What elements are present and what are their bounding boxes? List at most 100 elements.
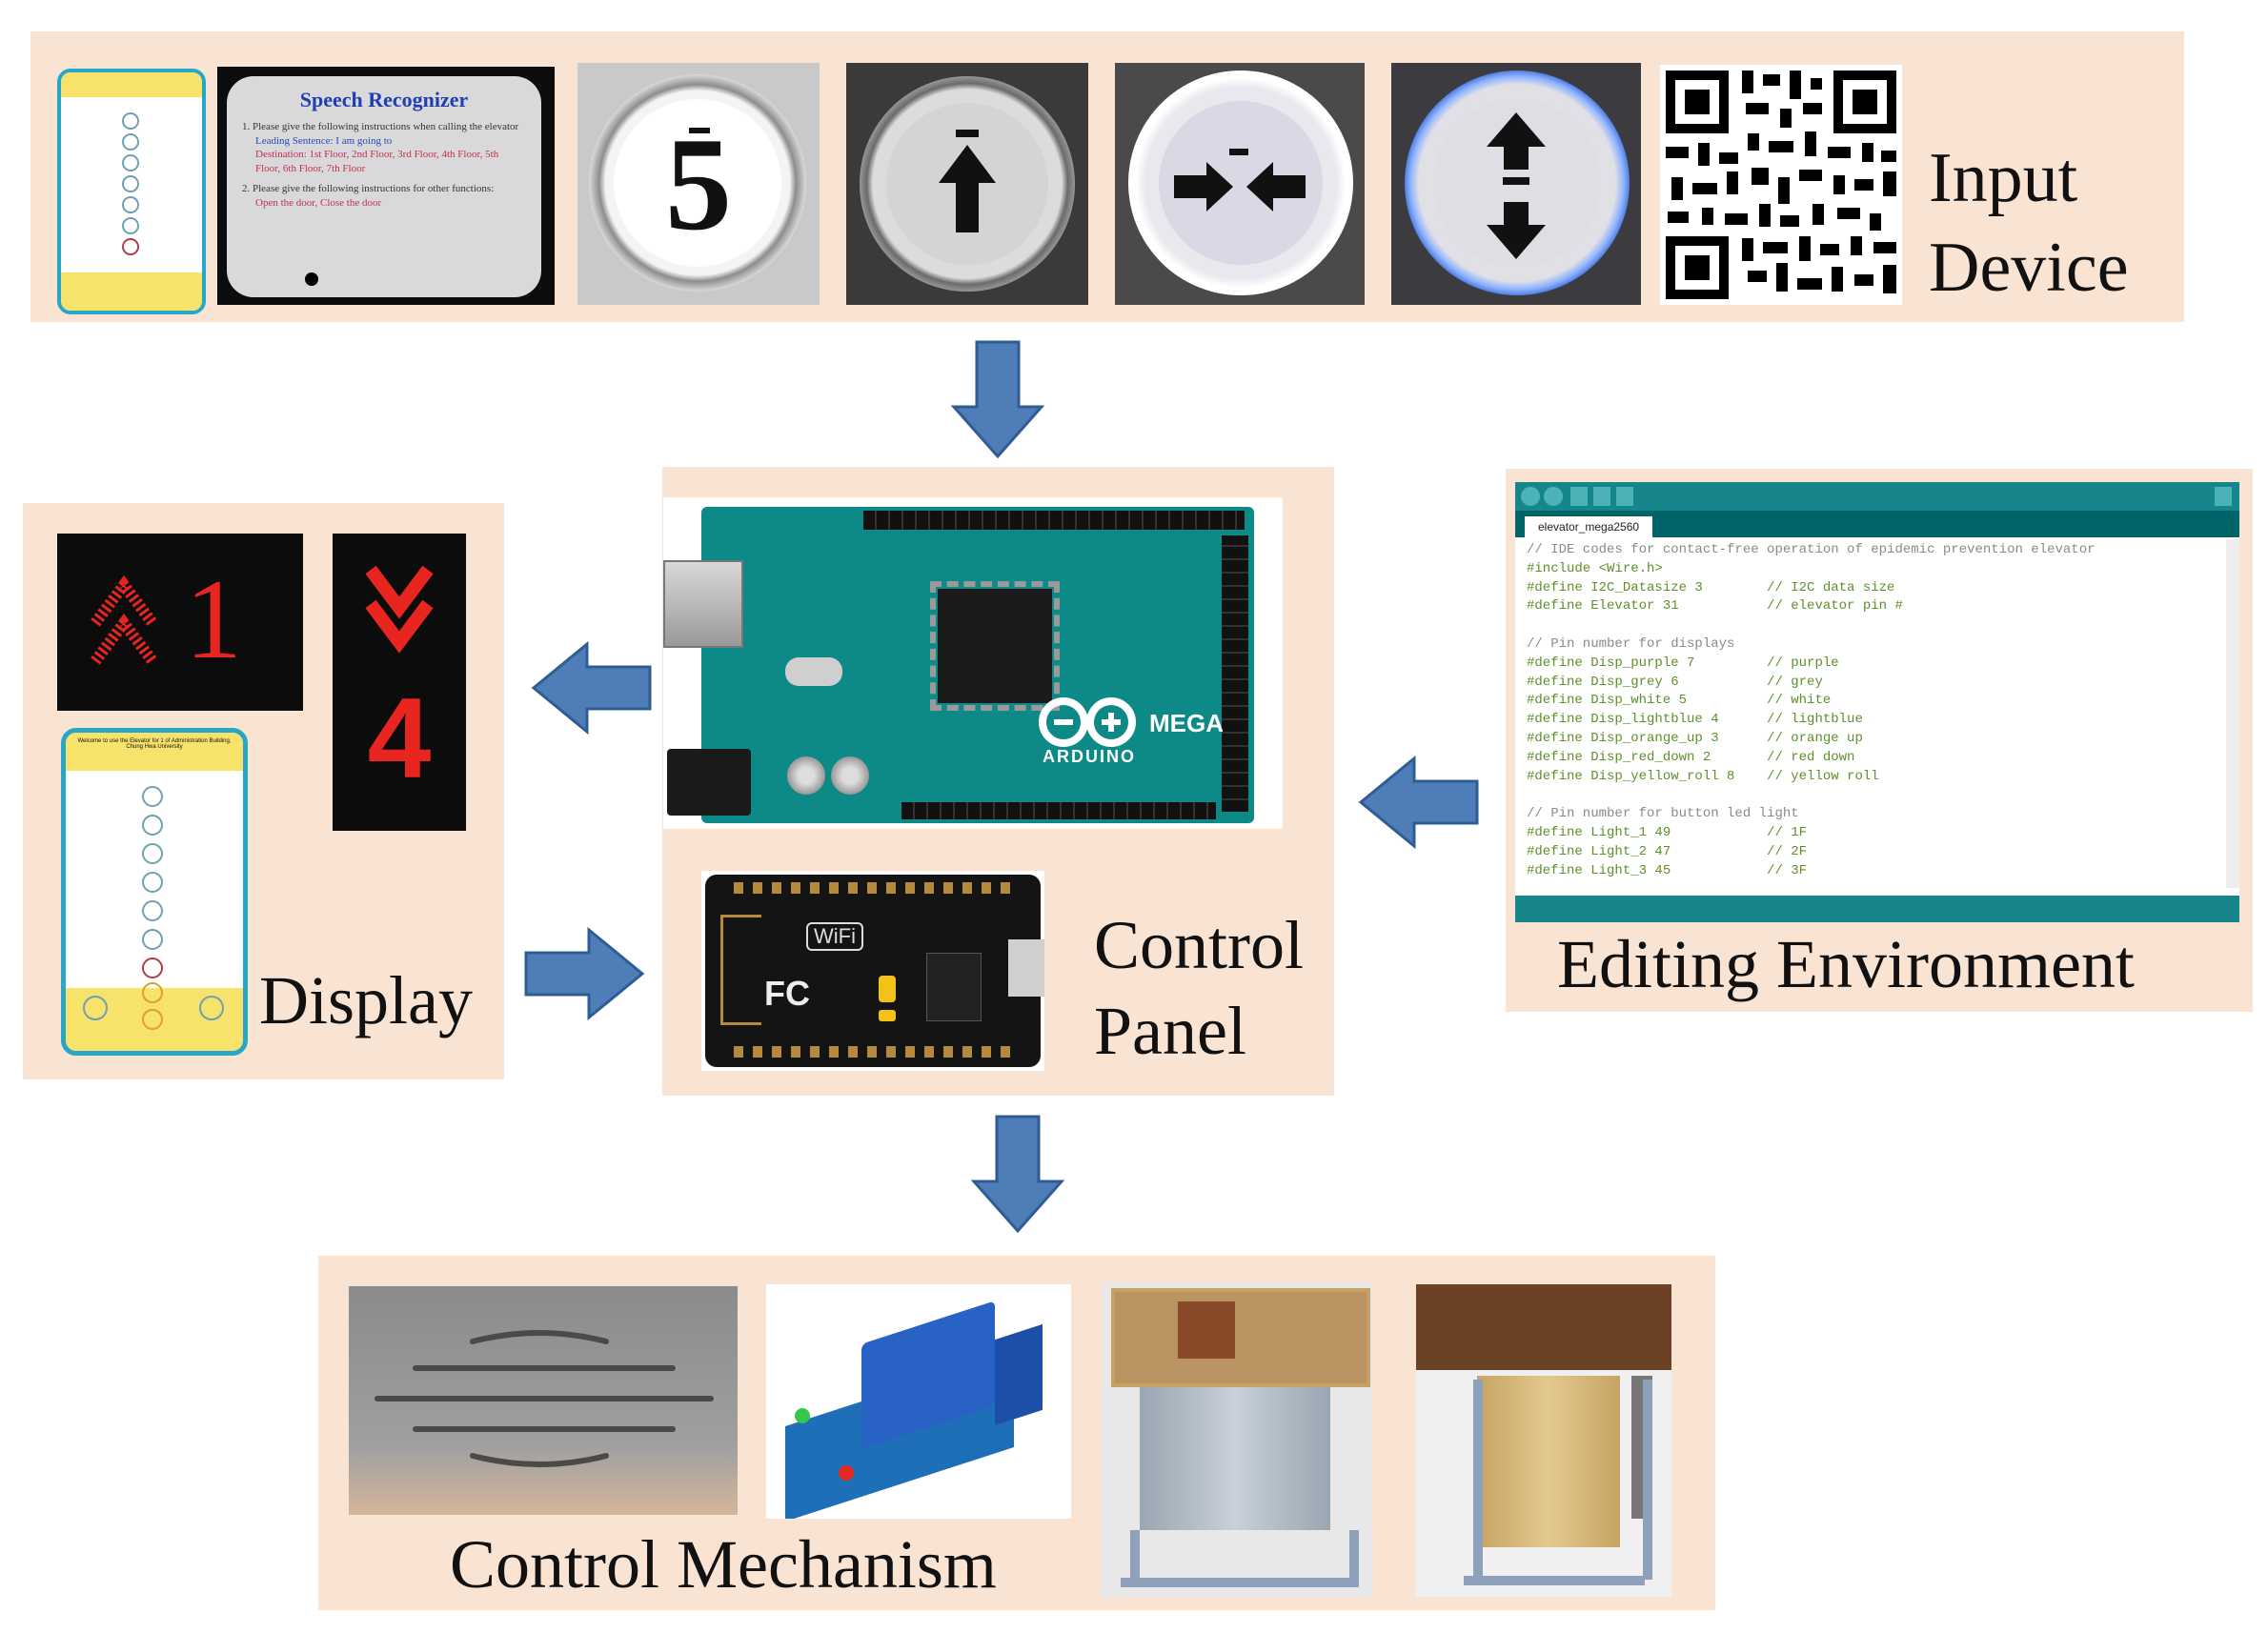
code-line: #define Light_2 47 // 2F: [1527, 843, 1808, 859]
code-line: #include <Wire.h>: [1527, 560, 1663, 576]
model-doors: [1140, 1387, 1330, 1530]
code-line: #define Disp_grey 6 // grey: [1527, 674, 1823, 690]
antenna-trace: [720, 915, 761, 1025]
code-line: [1527, 786, 2213, 805]
arrow-left-from-editing-environment: [1358, 755, 1479, 850]
button-face: [614, 99, 781, 267]
speech-card-door: Open the door, Close the door: [255, 196, 382, 209]
verify-icon: [1521, 487, 1540, 506]
control-mechanism-label: Control Mechanism: [450, 1526, 997, 1603]
code-line: #define Disp_purple 7 // purple: [1527, 655, 1839, 671]
arduino-ide-window: elevator_mega2560 // IDE codes for conta…: [1515, 482, 2239, 922]
double-chevron-up-icon: [91, 575, 157, 665]
ide-scrollbar: [2226, 539, 2239, 888]
door-close-ui-icon: [199, 996, 224, 1020]
wifi-module-board: WiFi FC: [701, 871, 1044, 1071]
floor-5-button-photo: 5: [577, 63, 820, 305]
model-legs: [1130, 1530, 1359, 1587]
control-panel-label-line-1: Control: [1094, 907, 1305, 983]
door-open-icon: [83, 996, 108, 1020]
ide-status-bar: [1515, 896, 2239, 922]
code-line: #define Disp_orange_up 3 // orange up: [1527, 730, 1863, 746]
speech-recognizer-card: Speech Recognizer 1. Please give the fol…: [227, 76, 541, 297]
serial-monitor-icon: [2215, 487, 2232, 506]
microphone-dot-icon: [305, 272, 318, 286]
speech-card-leading: Leading Sentence: I am going to: [255, 134, 393, 147]
floor-3-icon: [122, 196, 139, 213]
door-close-button-photo: [1115, 63, 1365, 305]
mega-text: MEGA: [1149, 709, 1224, 737]
open-icon: [1593, 487, 1610, 506]
status-led: [879, 976, 896, 1002]
input-device-label-line-1: Input: [1929, 139, 2078, 217]
ide-tab-bar: elevator_mega2560: [1515, 511, 2239, 537]
model-base-2: [1464, 1576, 1645, 1585]
led-display-down-4: 4: [333, 534, 466, 831]
led-red: [839, 1465, 854, 1481]
status-led-2: [879, 1010, 896, 1021]
display-floor-2-icon: [142, 929, 163, 950]
code-line: [1527, 616, 2213, 635]
double-chevron-down-icon: [365, 565, 434, 654]
code-line: #define Disp_white 5 // white: [1527, 693, 1832, 709]
display-floor-7-icon: [142, 786, 163, 807]
display-ui-header: Welcome to use the Elevator for 1 of Adm…: [66, 733, 243, 771]
floor-2-icon: [122, 217, 139, 234]
model-legs-2: [1473, 1380, 1652, 1580]
bell-icon: [142, 1009, 163, 1030]
ide-toolbar: [1515, 482, 2239, 511]
capacitor-1: [787, 756, 825, 795]
model-wood-top: [1416, 1284, 1671, 1370]
microcontroller-chip: [930, 581, 1060, 711]
elevator-model-open-photo: [1102, 1282, 1372, 1597]
call-icon: [142, 982, 163, 1003]
code-line: // Pin number for button led light: [1527, 806, 1799, 822]
slot-grooves: [375, 1330, 714, 1467]
speech-recognizer-photo: Speech Recognizer 1. Please give the fol…: [217, 67, 555, 305]
floor-4-icon: [122, 175, 139, 192]
code-line: #define Light_1 49 // 1F: [1527, 824, 1808, 840]
display-floor-6-icon: [142, 815, 163, 836]
up-button-photo: [846, 63, 1088, 305]
braille-dash: [689, 128, 710, 133]
terminal-block: [995, 1323, 1043, 1426]
up-down-arrows-icon: [1487, 112, 1546, 259]
arrow-down-to-control-panel: [950, 340, 1045, 459]
mobile-ui-thumbnail: [57, 69, 206, 314]
qr-code-icon: [1660, 65, 1902, 305]
mobile-ui-footer: [61, 272, 202, 311]
module-body: [705, 875, 1041, 1067]
power-jack: [667, 749, 751, 816]
arrow-down-to-control-mechanism: [970, 1115, 1065, 1234]
code-line: #define Disp_red_down 2 // red down: [1527, 749, 1855, 765]
display-floor-3-icon: [142, 900, 163, 921]
header-pins-right: [1222, 535, 1248, 812]
floor-1-icon: [122, 238, 139, 255]
ide-code-area: // IDE codes for contact-free operation …: [1527, 541, 2213, 888]
floor-7-icon: [122, 112, 139, 130]
new-icon: [1570, 487, 1588, 506]
arrow-left-to-display: [531, 640, 652, 736]
wifi-text: WiFi: [806, 922, 863, 951]
qr-code-pattern: [1666, 71, 1896, 299]
floor-5-icon: [122, 154, 139, 171]
code-line: // Pin number for displays: [1527, 635, 1735, 652]
mobile-ui-header: [61, 72, 202, 97]
code-line: #define Light_3 45 // 3F: [1527, 862, 1808, 878]
editing-environment-label: Editing Environment: [1557, 926, 2135, 1002]
fc-text: FC: [764, 974, 810, 1013]
control-panel-label-line-2: Panel: [1094, 993, 1246, 1069]
relay-module-photo: [766, 1284, 1071, 1519]
led-green: [795, 1408, 810, 1423]
model-base: [1121, 1578, 1349, 1587]
model-top-frame: [1111, 1288, 1370, 1387]
save-icon: [1616, 487, 1633, 506]
elevator-model-closed-photo: [1416, 1284, 1671, 1597]
up-down-button-photo: [1391, 63, 1641, 305]
ide-tab: elevator_mega2560: [1525, 516, 1653, 537]
door-close-icon: [1174, 149, 1306, 212]
upload-icon: [1544, 487, 1563, 506]
display-floor-5-icon: [142, 843, 163, 864]
module-pins-top: [734, 882, 1020, 894]
code-line: // IDE codes for contact-free operation …: [1527, 542, 2096, 557]
